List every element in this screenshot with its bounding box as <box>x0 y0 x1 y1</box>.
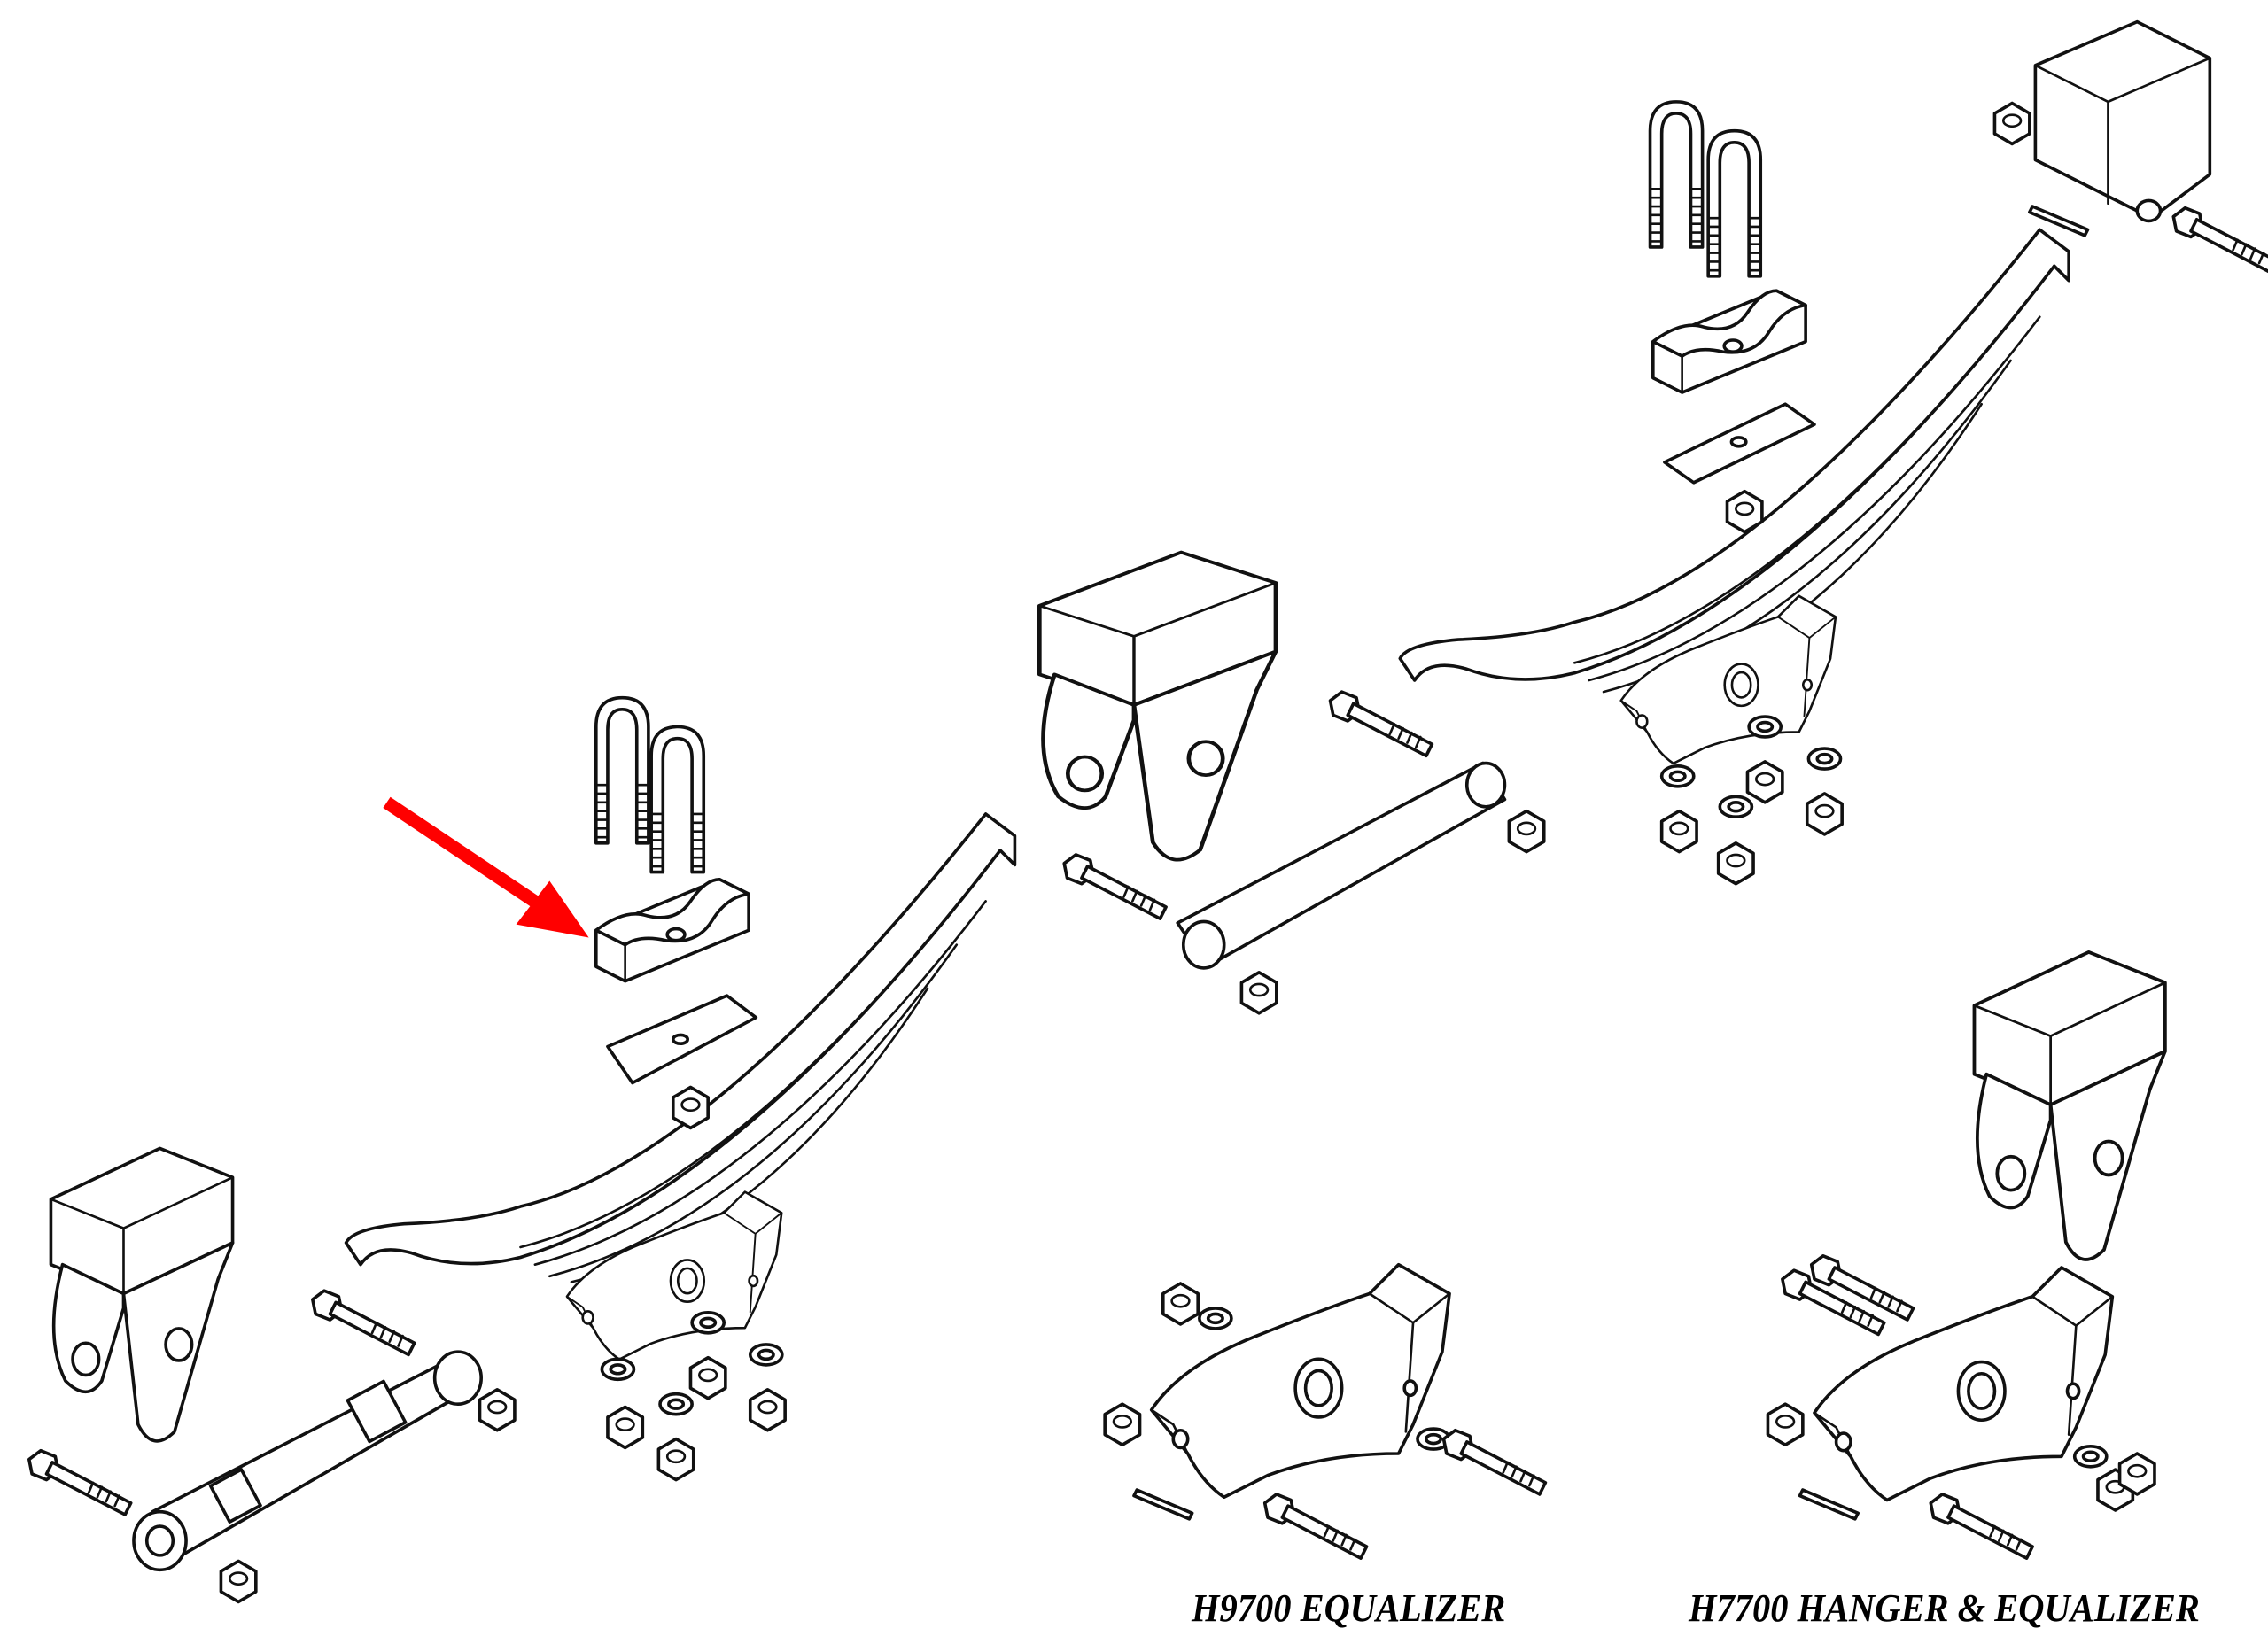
center-bolt <box>1328 690 1434 758</box>
red-arrow-pointer <box>383 796 589 938</box>
front-spacer-plate <box>606 994 758 1085</box>
torque-arm-bolt <box>311 1289 416 1357</box>
h7700-hanger-equalizer-kit <box>1766 950 2167 1560</box>
rear-hanger-bolt <box>2171 206 2268 274</box>
front-axle-seat <box>594 877 750 983</box>
center-nut <box>1239 971 1278 1015</box>
h9700-equalizer-kit <box>1103 1262 1548 1560</box>
torque-arm-bolt <box>27 1448 133 1516</box>
h7700-hanger-equalizer-label: H7700 HANGER & EQUALIZER <box>1689 1586 2200 1630</box>
front-spring-nut <box>671 1085 710 1130</box>
center-nut <box>1507 809 1546 854</box>
adjustable-torque-arm <box>132 1350 483 1572</box>
rear-spacer-plate <box>1663 402 1816 485</box>
rear-u-bolts <box>1648 100 1763 278</box>
front-hanger <box>49 1146 235 1443</box>
center-hanger <box>1039 553 1276 860</box>
rear-spring-nut <box>1725 489 1764 534</box>
h9700-equalizer-label: H9700 EQUALIZER <box>1192 1586 1506 1630</box>
rear-axle-seat <box>1651 289 1807 394</box>
rear-hanger <box>2033 19 2212 223</box>
fixed-torque-arm <box>1176 761 1507 970</box>
rear-hanger-nut <box>1992 101 2031 146</box>
front-u-bolts <box>594 695 706 874</box>
center-bolt <box>1062 853 1168 920</box>
torque-arm-nut <box>478 1387 517 1432</box>
torque-arm-nut <box>219 1559 258 1604</box>
